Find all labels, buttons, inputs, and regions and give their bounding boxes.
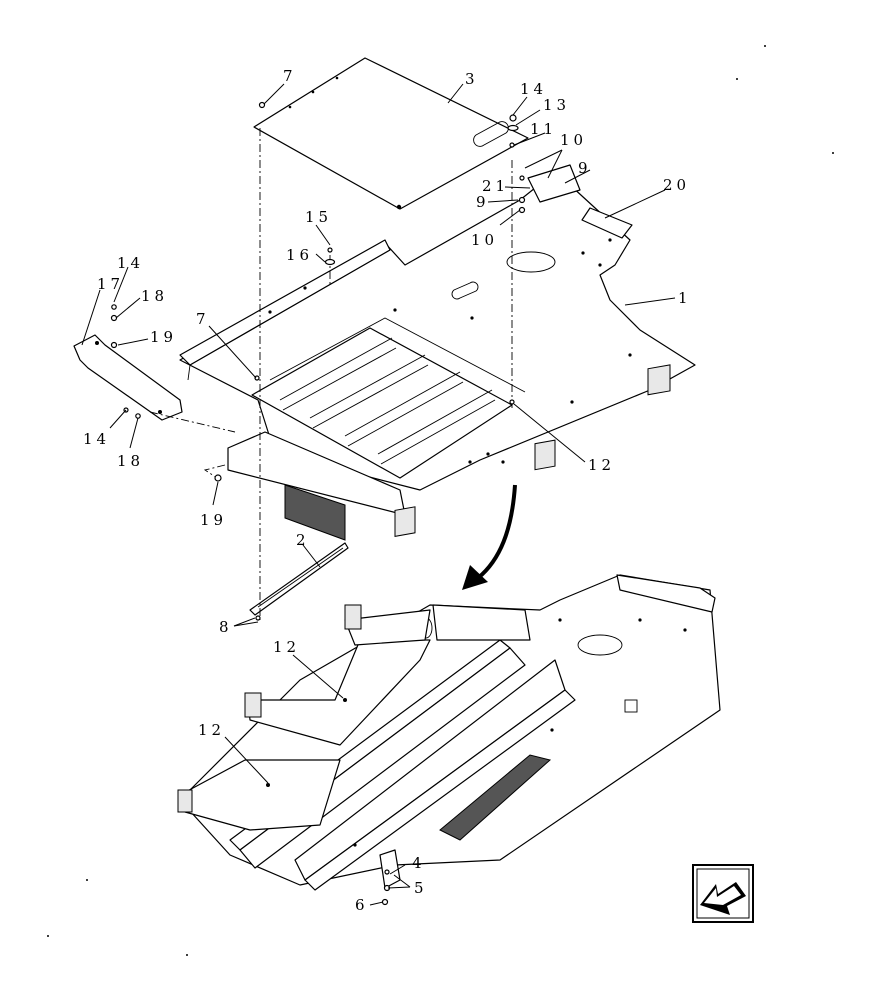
callout-8: 8 (219, 618, 233, 636)
underside-view (177, 574, 721, 906)
previous-page-arrow-icon[interactable] (692, 864, 754, 923)
callout-17: 17 (97, 275, 124, 293)
callout-7-mid: 7 (196, 310, 210, 328)
cover-plate (253, 57, 529, 210)
rear-bracket (527, 164, 633, 239)
callout-2: 2 (296, 531, 310, 549)
callout-9-top: 9 (578, 159, 592, 177)
callout-6: 6 (355, 896, 369, 914)
callout-13: 13 (543, 96, 570, 114)
callout-9-mid: 9 (476, 193, 490, 211)
callout-14-top: 14 (520, 80, 547, 98)
callout-16: 16 (286, 246, 313, 264)
support-rail (249, 542, 349, 616)
callout-10-mid: 10 (471, 231, 498, 249)
callout-12-underside-upper: 12 (273, 638, 300, 656)
callout-18-left: 18 (141, 287, 168, 305)
callout-3: 3 (465, 70, 479, 88)
main-floor-plate (179, 179, 696, 541)
callout-12-underside-lower: 12 (198, 721, 225, 739)
callout-labels: 7 3 14 13 11 10 9 20 21 9 10 15 16 14 17… (83, 67, 692, 914)
callout-4: 4 (412, 854, 426, 872)
callout-19-left: 19 (150, 328, 177, 346)
callout-12-top: 12 (588, 456, 615, 474)
callout-leaders (81, 83, 676, 906)
callout-19-lower: 19 (200, 511, 227, 529)
callout-5: 5 (414, 879, 428, 897)
callout-18-lower: 18 (117, 452, 144, 470)
callout-1: 1 (678, 289, 692, 307)
callout-20: 20 (663, 176, 690, 194)
scan-specks (47, 45, 834, 956)
callout-15: 15 (305, 208, 332, 226)
callout-11: 11 (530, 120, 557, 138)
callout-14-left: 14 (117, 254, 144, 272)
callout-10-top: 10 (560, 131, 587, 149)
flip-view-arrow (462, 484, 517, 590)
callout-7-top: 7 (283, 67, 297, 85)
callout-14-lower: 14 (83, 430, 110, 448)
side-bracket (73, 334, 183, 421)
callout-21: 21 (482, 177, 509, 195)
